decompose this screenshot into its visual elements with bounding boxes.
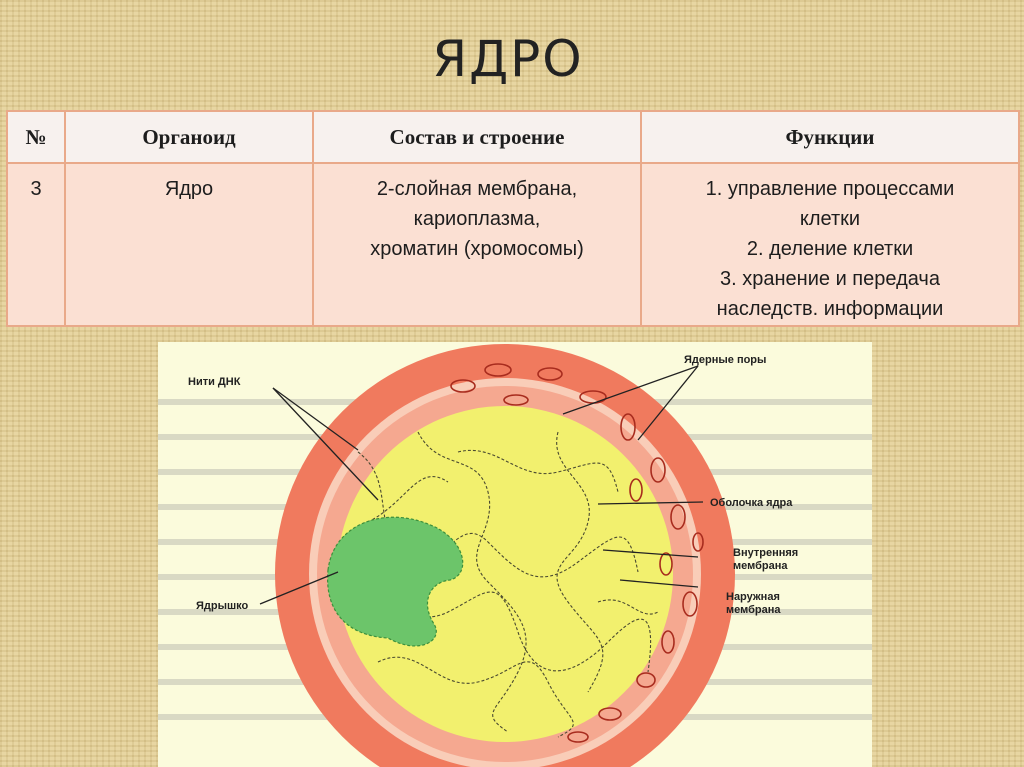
dna-threads — [347, 431, 659, 738]
nucleoplasm — [337, 406, 673, 742]
label-inner-membrane-line: мембрана — [733, 560, 788, 572]
cell-functions: 1. управление процессами клетки 2. делен… — [640, 162, 1020, 327]
label-outer-membrane: Наружная мембрана — [726, 591, 781, 617]
function-line: 1. управление процессами — [705, 178, 955, 200]
table-row: 3 Ядро 2-слойная мембрана, кариоплазма, … — [6, 162, 1020, 327]
composition-line: 2-слойная мембрана, — [376, 178, 578, 200]
nucleus-diagram: Нити ДНК Ядерные поры Оболочка ядра Внут… — [158, 342, 872, 767]
cell-number: 3 — [6, 162, 66, 327]
label-inner-membrane: Внутренняя мембрана — [733, 547, 798, 573]
table-header-row: № Органоид Состав и строение Функции — [6, 110, 1020, 164]
function-line: клетки — [799, 208, 861, 230]
label-nucleolus: Ядрышко — [196, 600, 249, 612]
nucleolus — [327, 516, 464, 647]
function-line: 3. хранение и передача — [720, 268, 940, 290]
cell-organoid: Ядро — [64, 162, 314, 327]
label-dna-threads: Нити ДНК — [188, 376, 241, 388]
composition-line: хроматин (хромосомы) — [370, 238, 584, 260]
label-nuclear-envelope: Оболочка ядра — [710, 497, 793, 509]
label-nuclear-pores: Ядерные поры — [684, 354, 767, 366]
composition-line: кариоплазма, — [413, 208, 541, 230]
function-line: 2. деление клетки — [746, 238, 914, 260]
cell-composition: 2-слойная мембрана, кариоплазма, хромати… — [312, 162, 642, 327]
label-outer-membrane-line: мембрана — [726, 604, 781, 616]
header-organoid: Органоид — [64, 110, 314, 164]
slide-title: ЯДРО — [432, 30, 584, 88]
header-functions: Функции — [640, 110, 1020, 164]
label-pointer-lines — [259, 365, 704, 605]
function-line: наследств. информации — [716, 298, 944, 320]
label-outer-membrane-line: Наружная — [726, 591, 780, 603]
organoid-table: № Органоид Состав и строение Функции 3 Я… — [6, 110, 1020, 327]
header-number: № — [6, 110, 66, 164]
label-inner-membrane-line: Внутренняя — [733, 547, 799, 559]
header-composition: Состав и строение — [312, 110, 642, 164]
